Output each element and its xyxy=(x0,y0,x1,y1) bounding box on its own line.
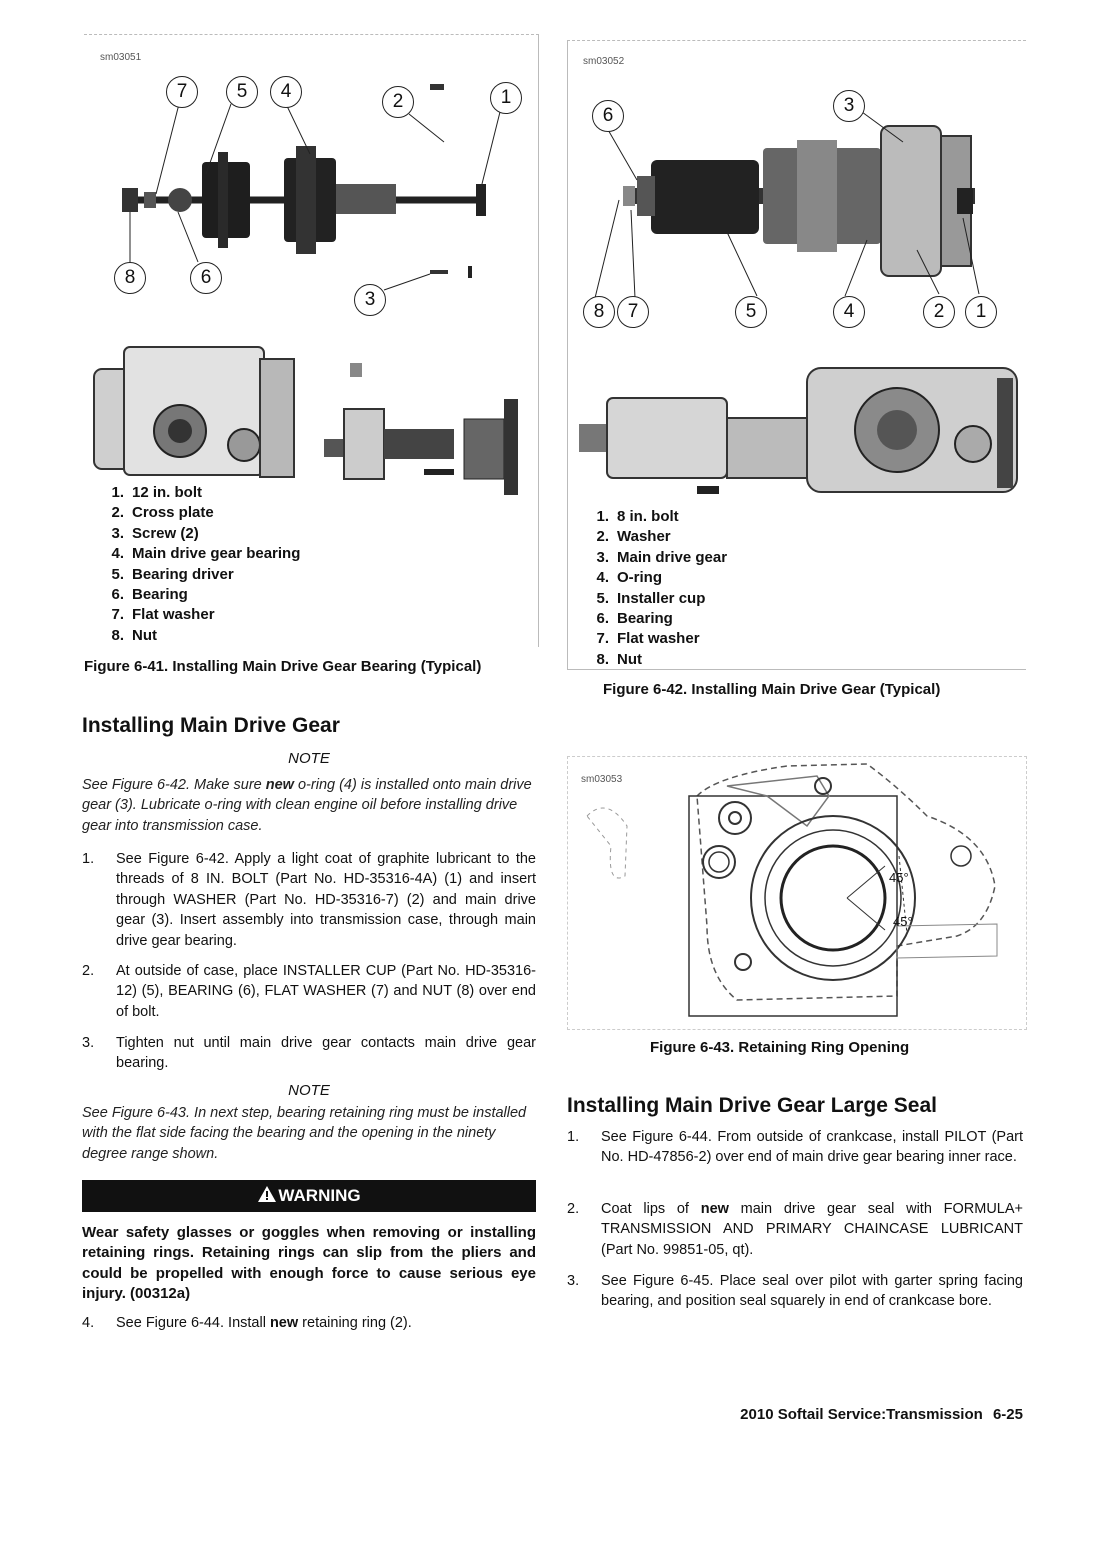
note-text: See Figure 6-43. In next step, bearing r… xyxy=(82,1105,527,1162)
legend-item: 3.Main drive gear xyxy=(596,548,728,566)
angle-label-top: 45° xyxy=(889,870,909,885)
callout-3: 3 xyxy=(833,90,865,122)
footer-title: 2010 Softail Service:Transmission xyxy=(740,1406,983,1423)
step-3: 3. Tighten nut until main drive gear con… xyxy=(82,1035,536,1072)
note-text: See Figure 6-42. Make sure new o-ring (4… xyxy=(82,777,532,834)
callout-4: 4 xyxy=(833,296,865,328)
warning-banner: WARNING xyxy=(82,1180,536,1212)
legend-item: 3.Screw (2) xyxy=(111,524,199,542)
angle-label-bottom: 45° xyxy=(893,914,913,929)
legend-item: 1.12 in. bolt xyxy=(111,484,203,501)
figure-6-41-frame xyxy=(84,34,539,647)
legend-item: 4.Main drive gear bearing xyxy=(111,545,301,563)
callout-7: 7 xyxy=(617,296,649,328)
figure-6-42-image-id: sm03052 xyxy=(583,56,625,67)
figure-6-43-frame xyxy=(567,756,1027,1030)
callout-6: 6 xyxy=(592,100,624,132)
legend-item: 5.Installer cup xyxy=(596,589,706,607)
step-2: 2. Coat lips of new main drive gear seal… xyxy=(567,1201,1023,1258)
step-1: 1. See Figure 6-42. Apply a light coat o… xyxy=(82,851,536,949)
callout-5: 5 xyxy=(735,296,767,328)
callout-2: 2 xyxy=(923,296,955,328)
callout-3: 3 xyxy=(354,284,386,316)
figure-6-41-legend: 1.12 in. bolt 2.Cross plate 3.Screw (2) … xyxy=(94,483,300,646)
retaining-ring-illustration xyxy=(586,763,998,1017)
legend-item: 6.Bearing xyxy=(111,585,188,603)
callout-1: 1 xyxy=(965,296,997,328)
legend-item: 8.Nut xyxy=(111,626,157,644)
legend-item: 7.Flat washer xyxy=(111,606,215,624)
step-3: 3. See Figure 6-45. Place seal over pilo… xyxy=(567,1273,1023,1310)
step-1: 1. See Figure 6-44. From outside of cran… xyxy=(567,1129,1023,1166)
page-footer: 2010 Softail Service:Transmission 6-25 xyxy=(740,1406,1023,1423)
step-4: 4. See Figure 6-44. Install new retainin… xyxy=(82,1315,412,1331)
transmission-case-illustration xyxy=(93,346,518,495)
figure-6-43-image-id: sm03053 xyxy=(581,774,623,785)
bearing-installer-illustration xyxy=(122,84,501,291)
callout-8: 8 xyxy=(114,262,146,294)
warning-label: WARNING xyxy=(278,1186,361,1205)
callout-4: 4 xyxy=(270,76,302,108)
legend-item: 5.Bearing driver xyxy=(111,565,234,583)
section-heading-large-seal: Installing Main Drive Gear Large Seal xyxy=(567,1094,937,1117)
figure-6-42-caption: Figure 6-42. Installing Main Drive Gear … xyxy=(603,681,941,698)
legend-item: 2.Cross plate xyxy=(111,504,214,522)
figure-6-41-caption: Figure 6-41. Installing Main Drive Gear … xyxy=(84,658,482,675)
callout-7: 7 xyxy=(166,76,198,108)
figure-6-41-image-id: sm03051 xyxy=(100,52,142,63)
legend-item: 7.Flat washer xyxy=(596,630,700,648)
figure-6-43-caption: Figure 6-43. Retaining Ring Opening xyxy=(650,1039,910,1056)
figure-6-41: sm03051 7 5 4 2 1 8 6 3 xyxy=(84,34,540,675)
page-number: 6-25 xyxy=(992,1406,1023,1423)
warning-text: Wear safety glasses or goggles when remo… xyxy=(82,1224,536,1303)
figure-6-42-legend: 1.8 in. bolt 2.Washer 3.Main drive gear … xyxy=(579,507,727,670)
drive-gear-installer-illustration xyxy=(594,111,980,299)
legend-item: 1.8 in. bolt xyxy=(596,508,679,525)
legend-item: 8.Nut xyxy=(596,650,642,668)
legend-item: 2.Washer xyxy=(596,528,671,546)
warning-triangle-icon xyxy=(258,1186,277,1202)
legend-item: 6.Bearing xyxy=(596,609,673,627)
legend-item: 4.O-ring xyxy=(596,569,662,587)
figure-6-42: sm03052 6 3 8 7 5 4 2 1 1.8 xyxy=(567,40,1029,700)
step-2: 2. At outside of case, place INSTALLER C… xyxy=(82,963,536,1020)
section-heading-main-drive-gear: Installing Main Drive Gear xyxy=(82,714,340,737)
callout-8: 8 xyxy=(583,296,615,328)
callout-1: 1 xyxy=(490,82,522,114)
note-label: NOTE xyxy=(288,750,330,767)
note-label: NOTE xyxy=(288,1082,330,1099)
figure-6-43: sm03053 45° 45° Figure 6-43. Retaining R… xyxy=(567,756,1029,1060)
callout-2: 2 xyxy=(382,86,414,118)
callout-5: 5 xyxy=(226,76,258,108)
callout-6: 6 xyxy=(190,262,222,294)
transmission-case-illustration xyxy=(579,367,1018,494)
